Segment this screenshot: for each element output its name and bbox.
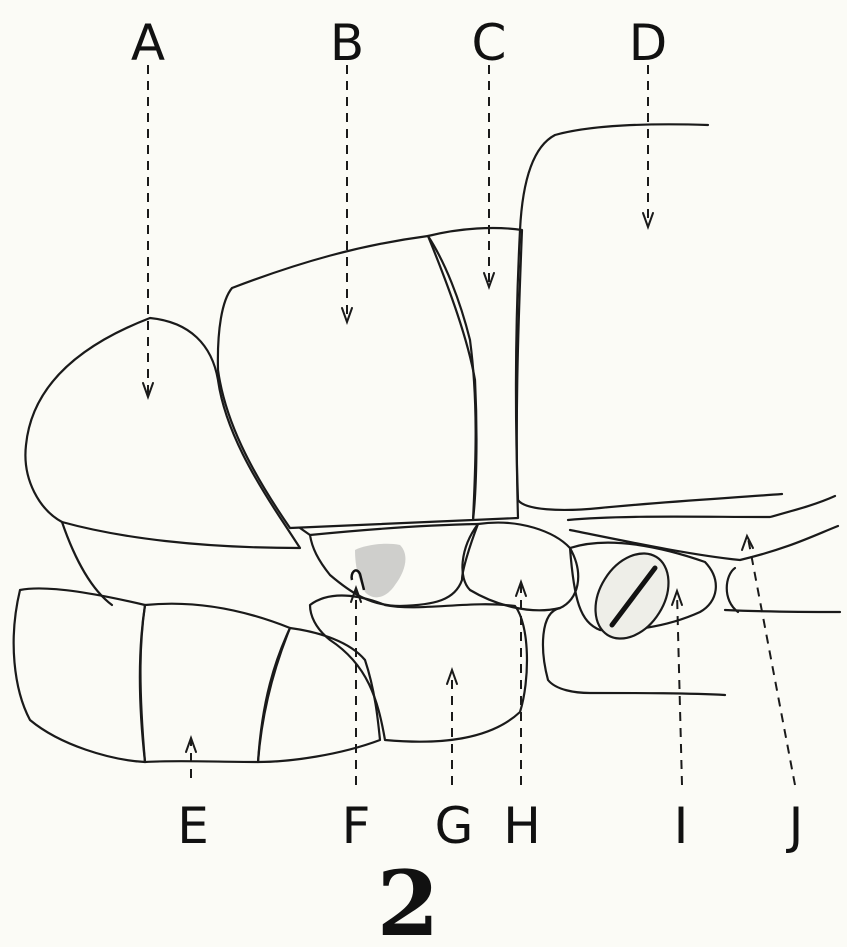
leader-j [742, 536, 795, 785]
figure-number: 2 [377, 851, 440, 947]
coxal-plate-e2 [140, 604, 290, 762]
coxal-plate-e1 [14, 588, 145, 762]
leader-h [516, 582, 526, 785]
label-c: C [472, 14, 507, 72]
leader-g [447, 670, 457, 785]
label-g: G [435, 797, 474, 855]
label-j: J [786, 797, 804, 855]
leader-b [342, 65, 352, 322]
label-a: A [131, 14, 165, 72]
leader-a [143, 65, 153, 397]
label-b: B [330, 14, 364, 72]
leader-f [351, 588, 361, 785]
coxal-plate-g [310, 596, 527, 742]
pleural-plate-f [310, 524, 478, 606]
leader-c [484, 65, 494, 287]
leader-e [186, 738, 196, 778]
label-e: E [177, 797, 209, 855]
label-h: H [503, 797, 541, 855]
label-f: F [342, 797, 371, 855]
label-d: D [629, 14, 668, 72]
segment-a-plate [25, 318, 300, 548]
coxal-plate-e3 [258, 628, 380, 762]
pleural-plate-h [462, 523, 578, 611]
leader-d [643, 65, 653, 227]
spiracle [580, 540, 683, 652]
label-i: I [674, 797, 689, 855]
